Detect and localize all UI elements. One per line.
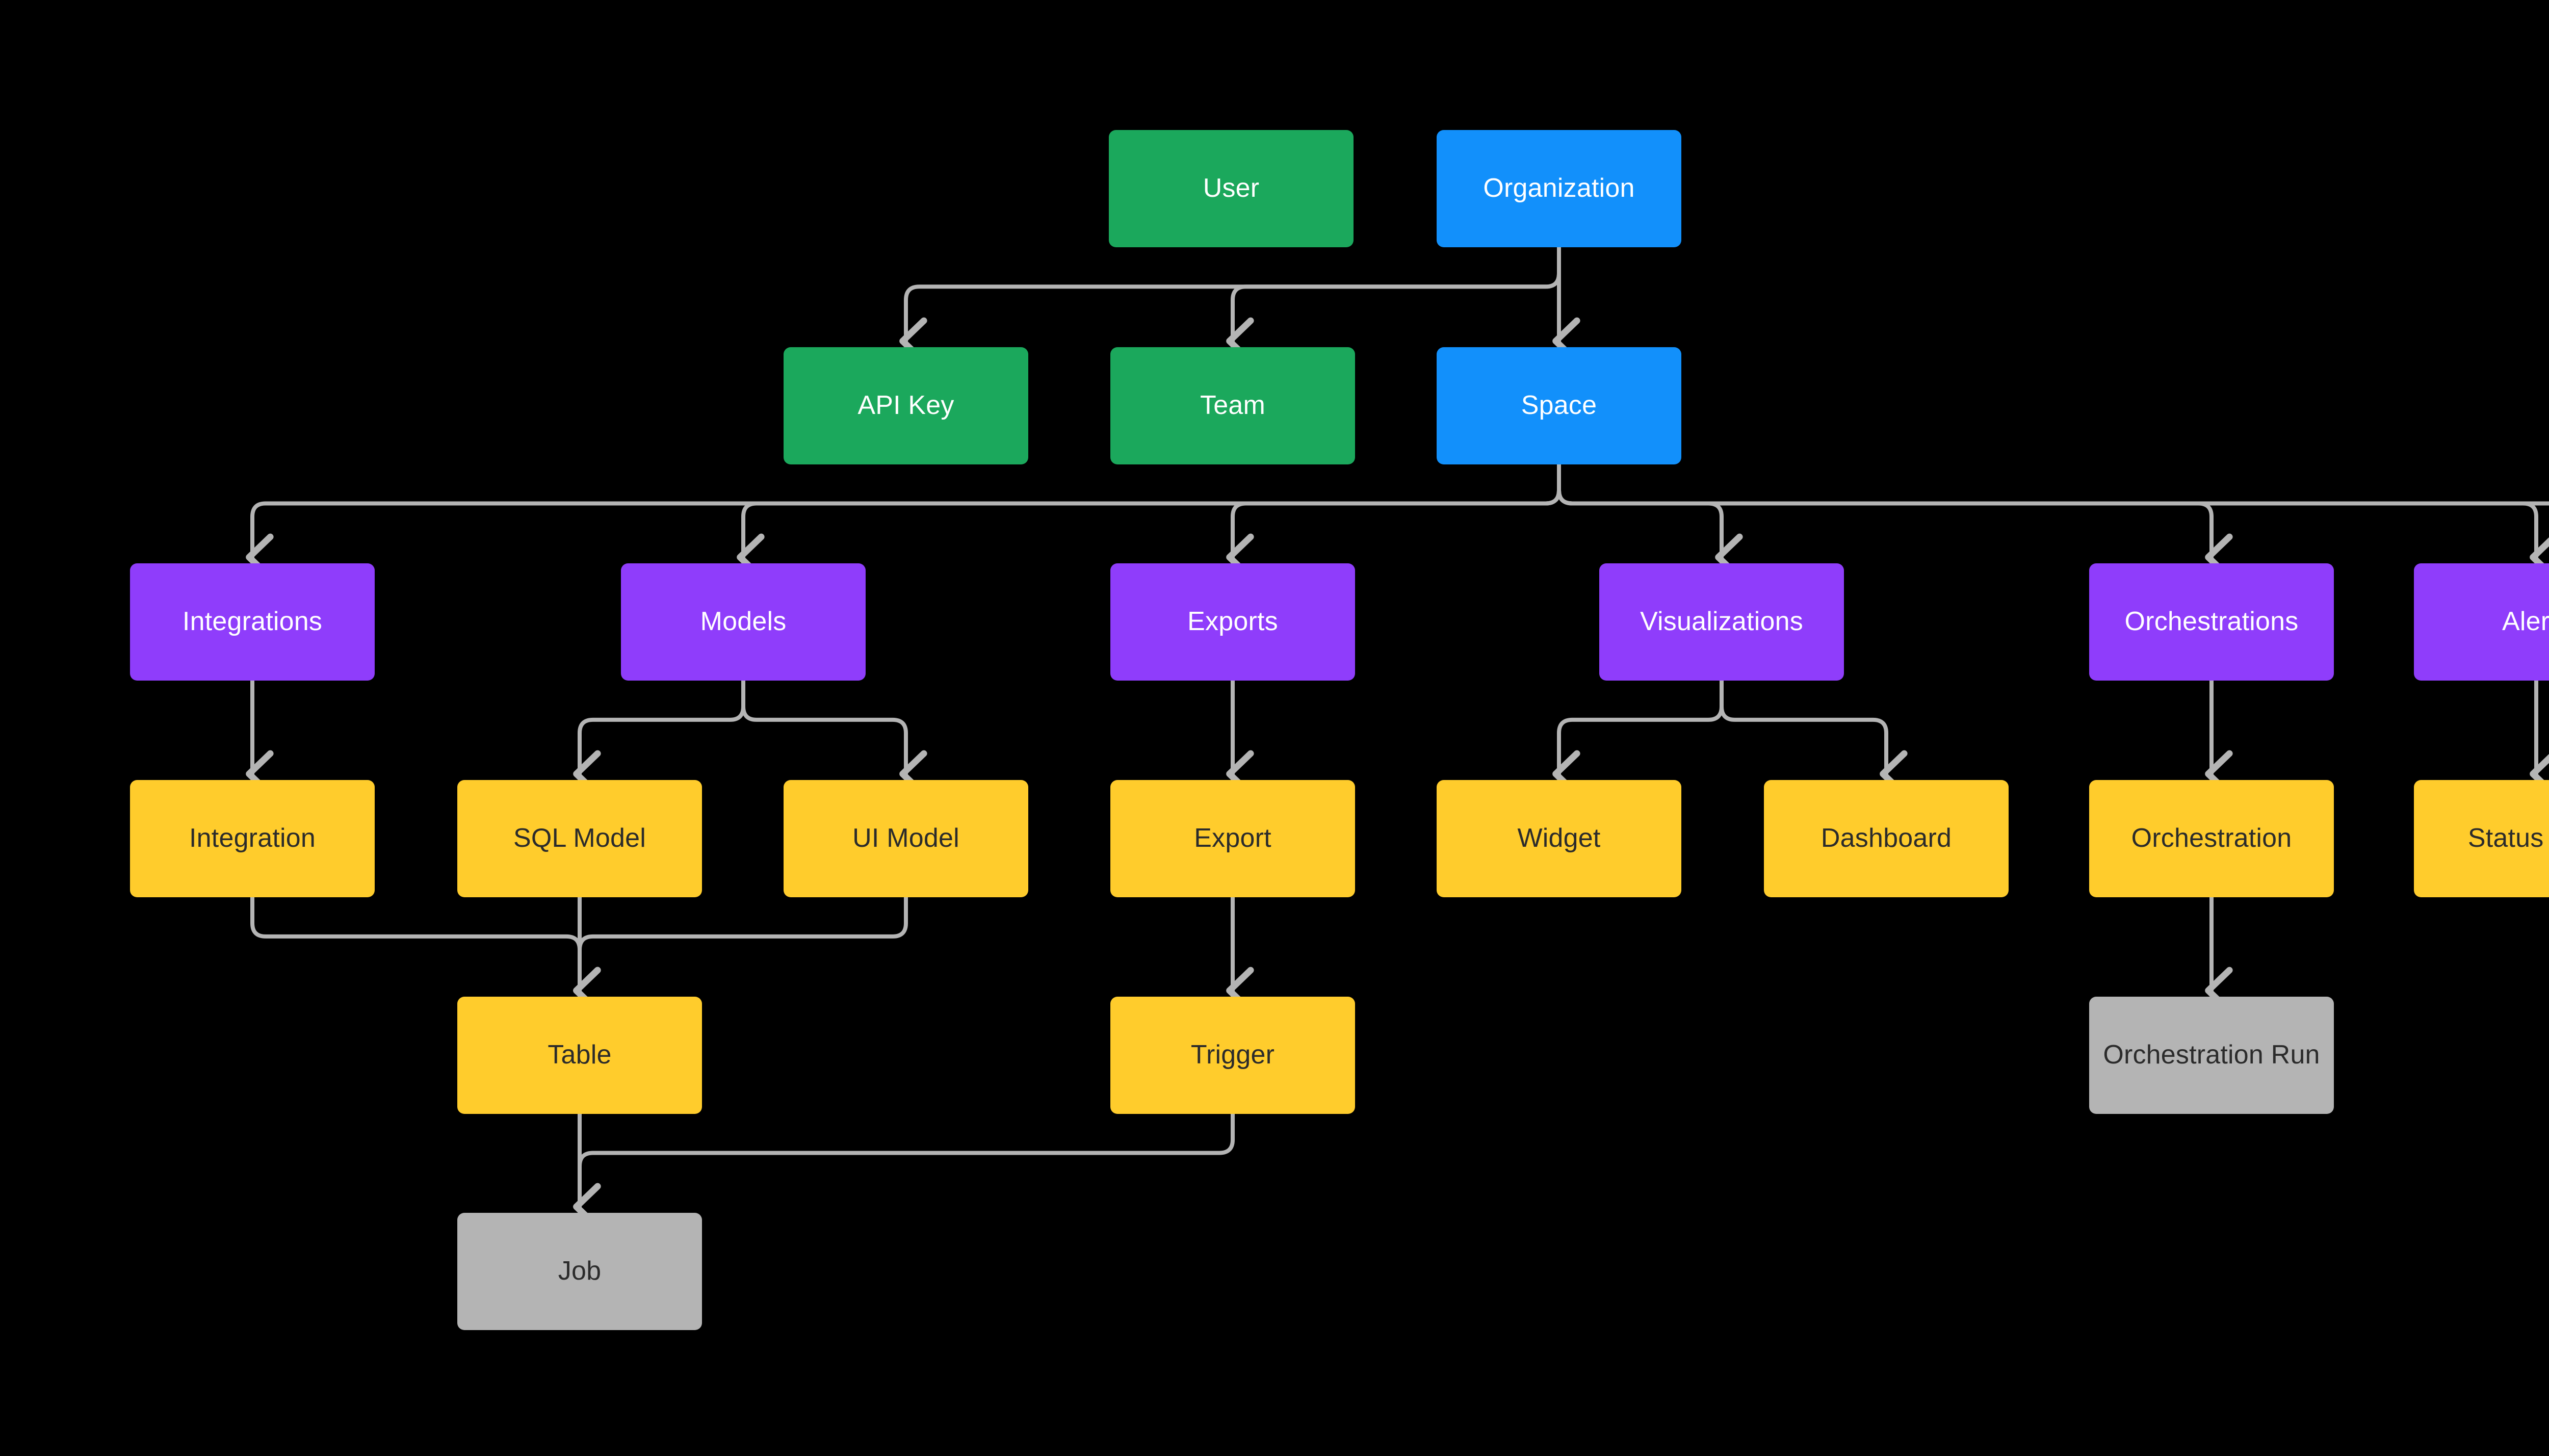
node-label: Models (700, 607, 787, 636)
node-label: Team (1200, 391, 1265, 420)
node-export[interactable]: Export (1110, 780, 1355, 897)
edge (1559, 464, 2549, 557)
edge (1722, 681, 1886, 774)
node-ui-model[interactable]: UI Model (784, 780, 1028, 897)
node-label: Orchestrations (2125, 607, 2299, 636)
edge (1233, 464, 1559, 557)
node-table[interactable]: Table (457, 997, 702, 1114)
node-visualizations[interactable]: Visualizations (1599, 563, 1844, 681)
edge (1559, 464, 1722, 557)
edge (580, 897, 906, 991)
edge (252, 464, 1559, 557)
node-label: API Key (857, 391, 954, 420)
node-team[interactable]: Team (1110, 347, 1355, 464)
node-label: Export (1194, 824, 1271, 853)
node-label: UI Model (852, 824, 959, 853)
node-dashboard[interactable]: Dashboard (1764, 780, 2009, 897)
edge (906, 247, 1559, 341)
node-status-alert[interactable]: Status Alert (2414, 780, 2549, 897)
node-label: Visualizations (1640, 607, 1803, 636)
edge (1559, 681, 1722, 774)
edge (743, 464, 1559, 557)
edge (580, 681, 743, 774)
node-integration[interactable]: Integration (130, 780, 375, 897)
node-exports[interactable]: Exports (1110, 563, 1355, 681)
edge (1233, 247, 1559, 341)
node-sql-model[interactable]: SQL Model (457, 780, 702, 897)
node-space[interactable]: Space (1437, 347, 1681, 464)
node-user[interactable]: User (1109, 130, 1354, 247)
node-label: Trigger (1191, 1041, 1274, 1070)
node-label: Widget (1517, 824, 1600, 853)
node-alerts[interactable]: Alerts (2414, 563, 2549, 681)
node-label: Organization (1483, 174, 1634, 203)
node-label: Job (558, 1257, 601, 1286)
node-label: Alerts (2502, 607, 2549, 636)
node-job[interactable]: Job (457, 1213, 702, 1330)
node-label: Integrations (183, 607, 322, 636)
edge (1559, 464, 2212, 557)
node-integrations[interactable]: Integrations (130, 563, 375, 681)
edge (252, 897, 580, 991)
edge (1559, 464, 2536, 557)
node-label: Status Alert (2468, 824, 2549, 853)
node-label: Exports (1187, 607, 1278, 636)
node-label: Orchestration (2131, 824, 2292, 853)
node-label: Table (548, 1041, 611, 1070)
node-organization[interactable]: Organization (1437, 130, 1681, 247)
node-api-key[interactable]: API Key (784, 347, 1028, 464)
edge (580, 1114, 1233, 1207)
node-models[interactable]: Models (621, 563, 866, 681)
node-trigger[interactable]: Trigger (1110, 997, 1355, 1114)
node-orchestration-run[interactable]: Orchestration Run (2089, 997, 2334, 1114)
node-widget[interactable]: Widget (1437, 780, 1681, 897)
node-orchestration[interactable]: Orchestration (2089, 780, 2334, 897)
node-label: SQL Model (513, 824, 646, 853)
node-label: Integration (189, 824, 316, 853)
node-label: Dashboard (1821, 824, 1952, 853)
node-label: Space (1521, 391, 1597, 420)
edge (743, 681, 906, 774)
node-label: Orchestration Run (2103, 1041, 2320, 1070)
node-orchestrations[interactable]: Orchestrations (2089, 563, 2334, 681)
node-label: User (1203, 174, 1260, 203)
